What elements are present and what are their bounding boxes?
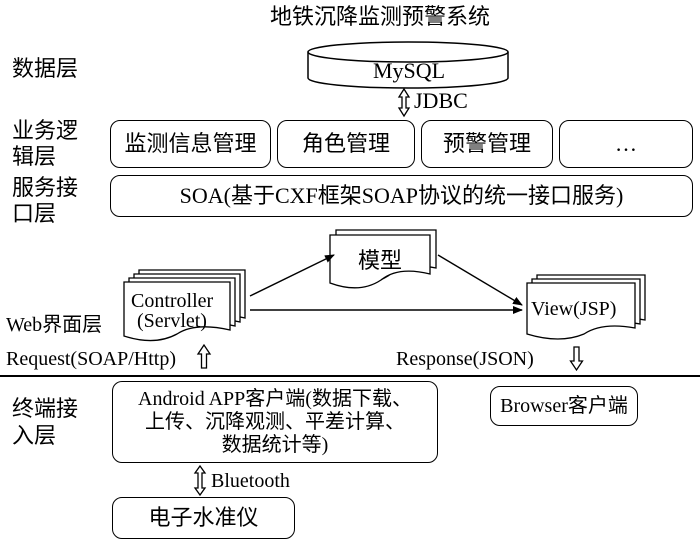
- soa-service-box: SOA(基于CXF框架SOAP协议的统一接口服务): [110, 175, 693, 217]
- module-role-management: 角色管理: [277, 120, 415, 168]
- layer-label-terminal-line1: 终端接: [12, 396, 79, 421]
- model-to-view-arrow: [437, 254, 523, 306]
- layer-label-business-line1: 业务逻: [12, 118, 79, 143]
- module-more: …: [559, 120, 693, 168]
- layer-label-service-line2: 口层: [12, 201, 57, 226]
- request-label: Request(SOAP/Http): [6, 348, 176, 370]
- mysql-label: MySQL: [373, 58, 446, 83]
- android-app-client-box: Android APP客户端(数据下载、 上传、沉降观测、平差计算、 数据统计等…: [112, 381, 438, 463]
- controller-label-line1: Controller: [131, 290, 214, 312]
- bluetooth-label: Bluetooth: [211, 470, 290, 492]
- view-document-stack: [526, 274, 646, 340]
- layer-label-terminal-line2: 入层: [12, 423, 57, 448]
- controller-document-stack: [123, 269, 246, 342]
- request-up-arrow: [196, 343, 212, 369]
- browser-client-box: Browser客户端: [490, 386, 638, 426]
- electronic-level-device-box: 电子水准仪: [112, 497, 295, 539]
- android-app-line1: Android APP客户端(数据下载、: [138, 387, 412, 410]
- controller-label-line2: (Servlet): [137, 310, 207, 332]
- android-app-line2: 上传、沉降观测、平差计算、: [145, 410, 405, 433]
- diagram-title: 地铁沉降监测预警系统: [270, 4, 491, 29]
- controller-to-model-arrow: [249, 254, 335, 297]
- layer-label-data: 数据层: [12, 56, 79, 81]
- view-label: View(JSP): [531, 298, 617, 320]
- android-app-line3: 数据统计等): [221, 433, 329, 456]
- jdbc-double-arrow: [397, 87, 411, 118]
- layer-label-business-line2: 辑层: [12, 144, 57, 169]
- model-document: [329, 229, 437, 289]
- response-down-arrow: [569, 346, 584, 372]
- mysql-cylinder: [307, 41, 509, 89]
- layer-label-service-line1: 服务接: [12, 175, 79, 200]
- module-monitoring-info-management: 监测信息管理: [110, 120, 271, 168]
- response-label: Response(JSON): [396, 348, 534, 370]
- mvc-arrows: [249, 254, 523, 314]
- layer-label-web: Web界面层: [6, 314, 103, 336]
- model-label: 模型: [358, 248, 403, 273]
- jdbc-label: JDBC: [414, 88, 468, 113]
- bluetooth-double-arrow: [193, 464, 207, 497]
- module-alert-management: 预警管理: [421, 120, 553, 168]
